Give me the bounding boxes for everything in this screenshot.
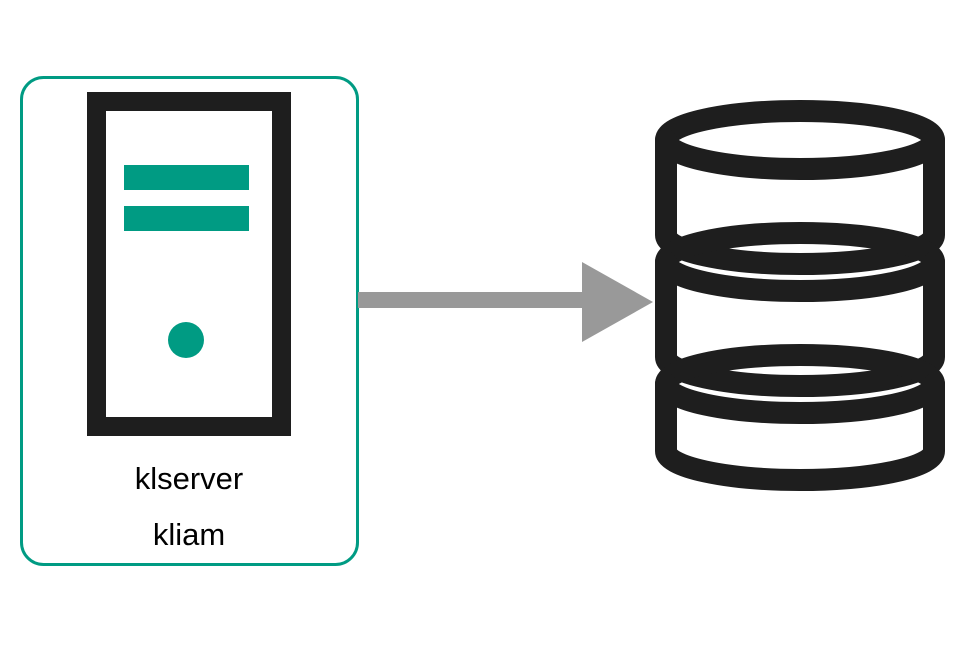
database-disc-1-top bbox=[655, 100, 945, 180]
flow-arrow-shape bbox=[358, 262, 653, 342]
server-status-light bbox=[168, 322, 204, 358]
server-label-line1: klserver bbox=[135, 461, 244, 496]
server-bar-2 bbox=[124, 206, 249, 231]
server-label-line2: kliam bbox=[153, 517, 225, 552]
database-cylinder-icon[interactable] bbox=[655, 100, 945, 491]
klserver-node[interactable]: klserver kliam bbox=[20, 76, 359, 566]
server-tower-icon bbox=[87, 92, 291, 436]
database-disc-3-body bbox=[655, 373, 945, 491]
server-chassis-outline bbox=[87, 92, 291, 436]
database-disc-3 bbox=[655, 344, 945, 491]
server-bar-1 bbox=[124, 165, 249, 190]
flow-arrow[interactable] bbox=[358, 262, 653, 342]
